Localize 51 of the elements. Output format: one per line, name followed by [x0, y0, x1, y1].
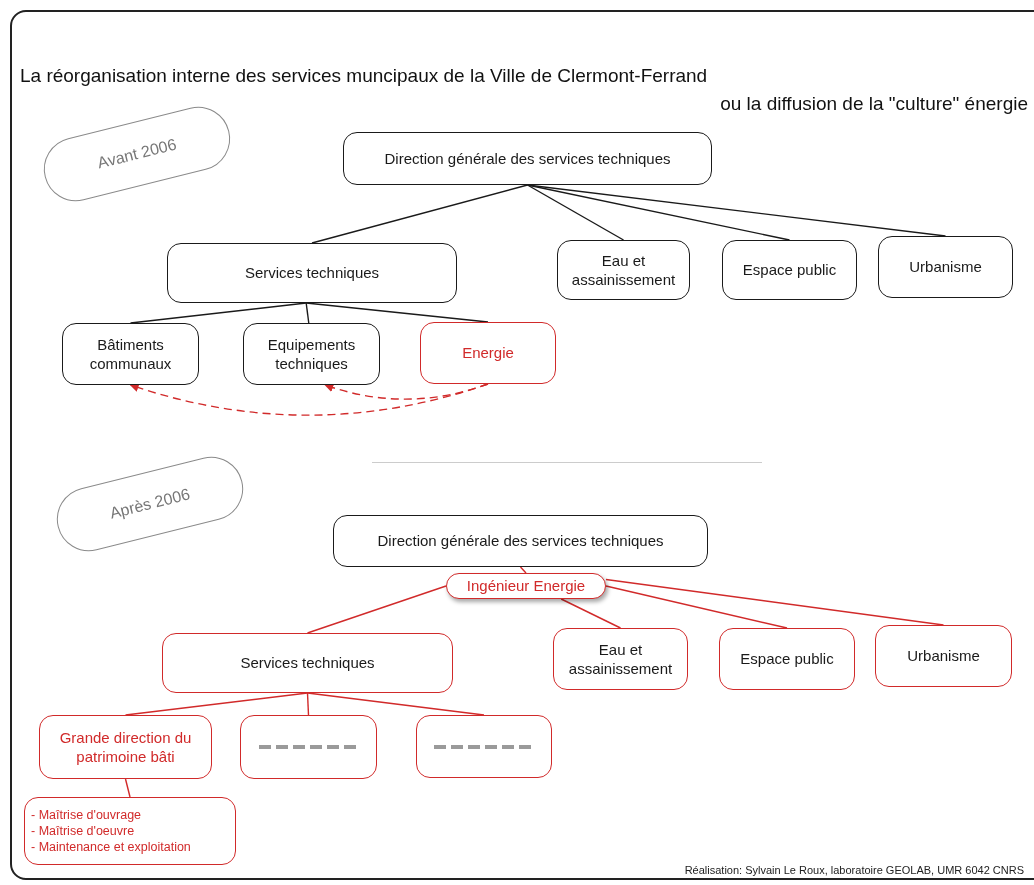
- highlight-box: [39, 715, 212, 779]
- node-label: Services techniques: [240, 653, 375, 673]
- org-box: [719, 628, 855, 690]
- role-tag: [446, 573, 606, 599]
- node-label: Espace public: [742, 260, 837, 280]
- connector-line: [526, 184, 625, 241]
- node-label: Eau et assainissement: [567, 639, 674, 679]
- org-box: [557, 240, 690, 300]
- connector-line: [305, 302, 310, 324]
- org-box: [243, 323, 380, 385]
- node-label: Energie: [462, 343, 514, 363]
- node-label: Direction générale des services techniques: [377, 531, 664, 551]
- node-label: Grande direction du patrimoine bâti: [58, 727, 193, 767]
- connector-line: [306, 585, 447, 634]
- org-box: [878, 236, 1013, 298]
- node-label: Après 2006: [107, 484, 193, 524]
- list-item: - Maîtrise d'ouvrage: [31, 806, 142, 823]
- list-item: - Maintenance et exploitation: [31, 839, 191, 856]
- list-box: [24, 797, 236, 865]
- node-label: Espace public: [740, 649, 834, 669]
- org-box: [333, 515, 708, 567]
- node-label: Equipements techniques: [266, 334, 357, 374]
- node-label: Ingénieur Energie: [466, 576, 586, 596]
- connector-line: [605, 578, 945, 626]
- credit-note: Réalisation: Sylvain Le Roux, laboratoire GEOLAB, UMR 6042 CNRS: [684, 864, 1024, 876]
- connector-line: [560, 598, 622, 629]
- org-box: [722, 240, 857, 300]
- org-box: [62, 323, 199, 385]
- connector-line: [306, 692, 310, 716]
- connector-line: [519, 566, 527, 574]
- connector-line: [124, 778, 131, 798]
- org-box: [343, 132, 712, 185]
- org-box: [162, 633, 453, 693]
- list-item: - Maîtrise d'oeuvre: [31, 822, 135, 840]
- empty-box: [240, 715, 377, 779]
- node-label: Urbanisme: [909, 257, 982, 277]
- diagram-title: La réorganisation interne des services muncipaux de la Ville de Clermont-Ferrand ou la diffusion de la "culture" énergie: [20, 64, 1028, 116]
- node-label: Urbanisme: [907, 646, 980, 666]
- dashed-arrow: [324, 383, 489, 400]
- org-box: [167, 243, 457, 303]
- empty-box: [416, 715, 552, 778]
- highlight-box: [420, 322, 556, 384]
- node-label: Avant 2006: [95, 134, 179, 174]
- connector-line: [605, 585, 788, 629]
- node-label: Eau et assainissement: [570, 250, 677, 290]
- org-box: [553, 628, 688, 690]
- node-label: Direction générale des services techniques: [384, 148, 671, 169]
- node-label: Services techniques: [244, 263, 380, 283]
- org-box: [875, 625, 1012, 687]
- connector-line: [311, 184, 529, 244]
- node-label: Bâtiments communaux: [88, 334, 173, 374]
